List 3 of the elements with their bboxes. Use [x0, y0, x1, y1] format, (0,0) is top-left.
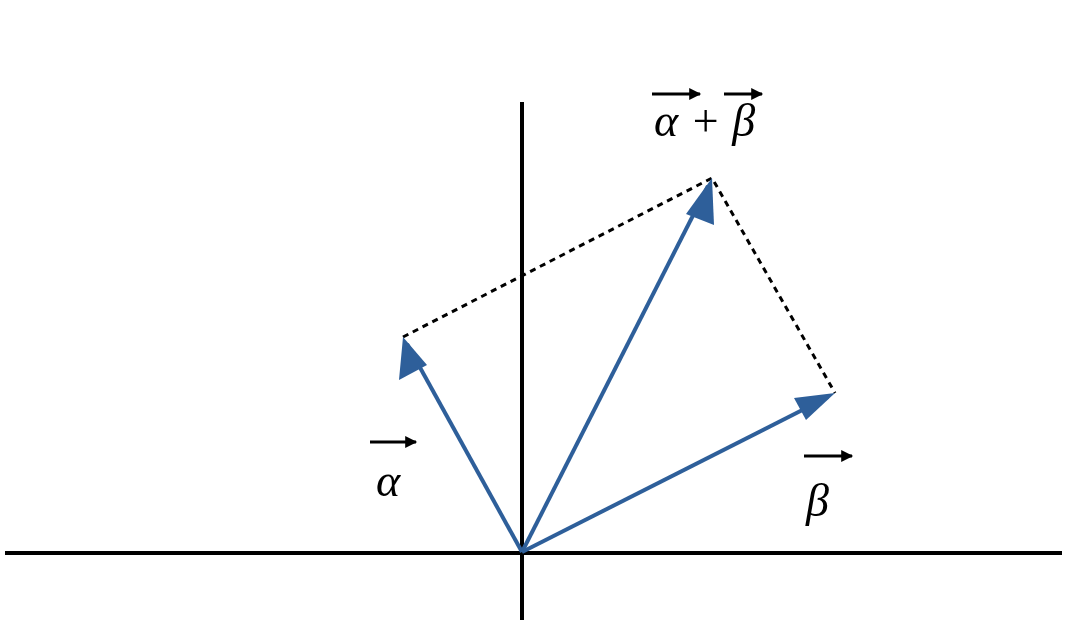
- vector-label: α + β: [654, 98, 756, 144]
- vector-label: β: [806, 478, 829, 524]
- vector-label: α: [376, 458, 401, 504]
